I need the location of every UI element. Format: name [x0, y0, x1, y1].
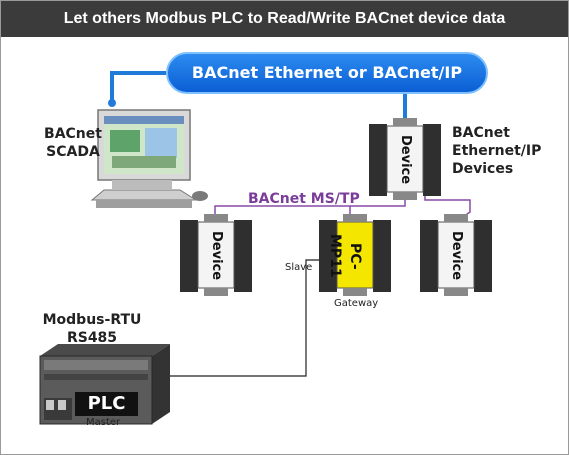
- mstp-device-left-label: Device: [209, 231, 224, 281]
- ethernet-devices-label: BACnet Ethernet/IP Devices: [452, 124, 541, 178]
- scada-computer-icon: [90, 109, 208, 208]
- scada-bus-node: [108, 99, 116, 107]
- ethernet-device-module: [369, 118, 441, 200]
- gateway-label: Gateway: [334, 298, 379, 309]
- master-label: Master: [86, 417, 121, 428]
- scada-label: BACnet SCADA: [40, 125, 106, 161]
- mstp-device-right-label: Device: [449, 231, 464, 281]
- gateway-model-label: PC-MP11: [327, 234, 363, 278]
- mstp-device-right: [420, 214, 492, 296]
- diagram-title: Let others Modbus PLC to Read/Write BACn…: [1, 1, 568, 37]
- scada-bus-link: [110, 71, 166, 100]
- rs485-line: [140, 259, 320, 377]
- bacnet-bus: BACnet Ethernet or BACnet/IP: [166, 52, 488, 94]
- plc-label: PLC: [75, 392, 138, 416]
- modbus-label: Modbus-RTU RS485: [40, 311, 144, 347]
- gateway-module: [319, 214, 391, 296]
- scada-label-text: BACnet SCADA: [44, 126, 102, 160]
- slave-label: Slave: [285, 262, 313, 273]
- ethernet-device-label: Device: [398, 135, 413, 185]
- ethernet-devices-label-text: BACnet Ethernet/IP Devices: [452, 125, 542, 177]
- modbus-label-text: Modbus-RTU RS485: [42, 312, 142, 346]
- mstp-label: BACnet MS/TP: [248, 191, 360, 207]
- mstp-device-left: [180, 214, 252, 296]
